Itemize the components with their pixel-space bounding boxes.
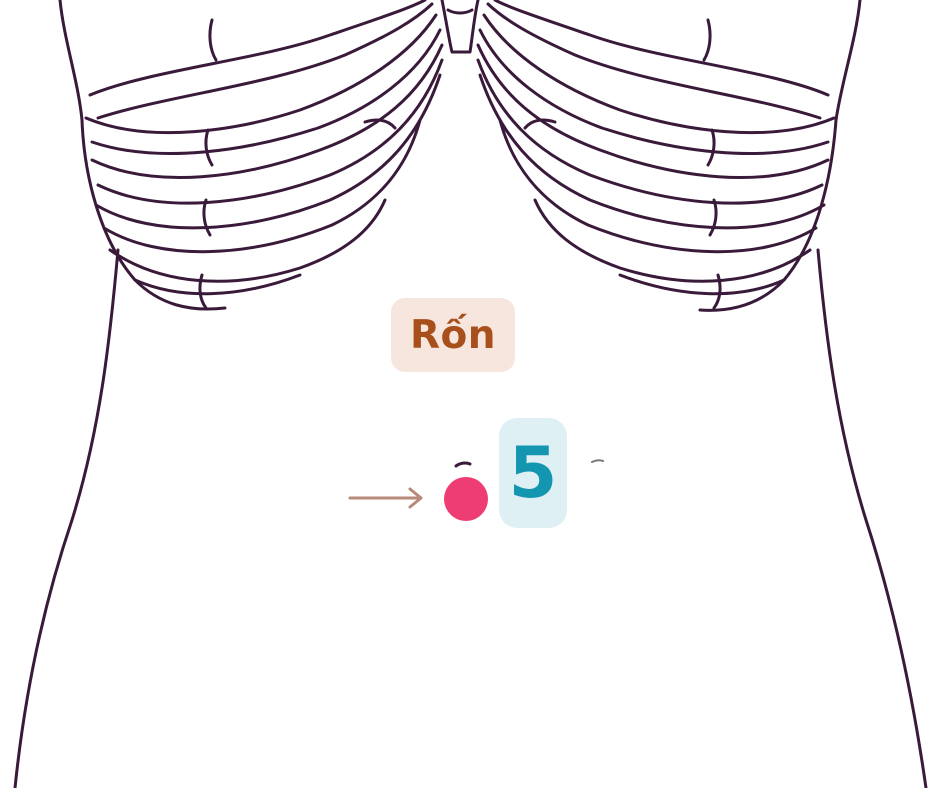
acupoint-marker bbox=[444, 477, 488, 521]
sternum-line bbox=[446, 8, 474, 15]
left-torso-outline bbox=[13, 248, 120, 790]
navel-mark-right bbox=[591, 459, 604, 463]
navel-label: Rốn bbox=[391, 298, 515, 372]
left-rib-cage-outline bbox=[58, 0, 227, 311]
xiphoid-process bbox=[440, 0, 480, 54]
right-torso-outline bbox=[816, 248, 928, 790]
right-rib-cage-outline bbox=[698, 0, 862, 312]
right-ribs bbox=[476, 0, 836, 310]
navel-mark bbox=[454, 461, 472, 468]
arrow-icon bbox=[348, 487, 423, 509]
point-number-badge: 5 bbox=[499, 418, 567, 528]
left-ribs bbox=[84, 0, 444, 310]
